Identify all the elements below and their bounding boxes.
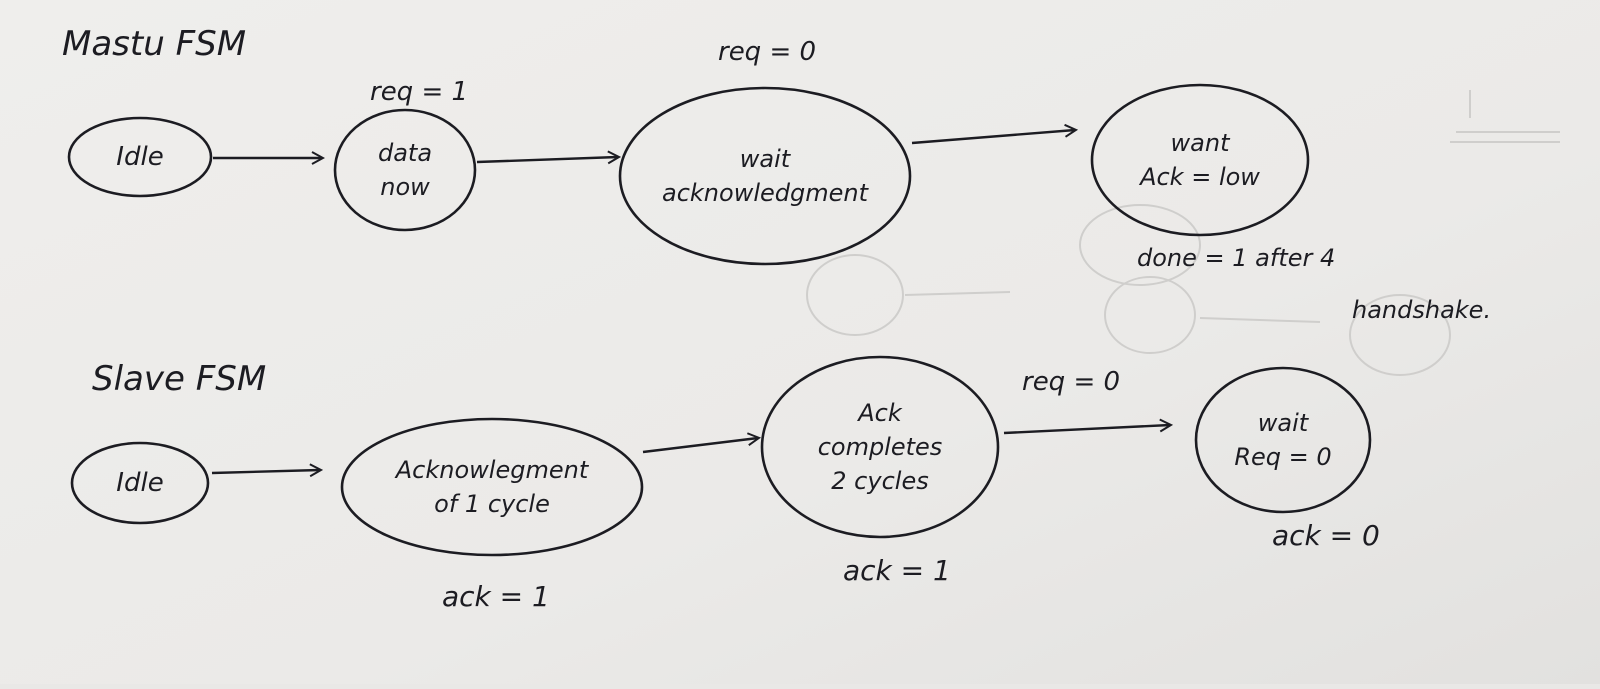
slave-state-idle: Idle	[70, 441, 210, 525]
arrow-wait-ack-to-want-ack-low	[911, 130, 1075, 145]
state-label: Ack completes 2 cycles	[818, 399, 943, 495]
master-state-data-now: data now	[333, 108, 477, 232]
state-label-line: Idle	[116, 468, 163, 498]
state-label: Idle	[116, 142, 163, 172]
label-ack-1-second: ack = 1	[843, 554, 951, 587]
label-req-0-slave: req = 0	[1022, 367, 1120, 397]
state-label-line: wait	[1258, 409, 1310, 437]
state-label-line: wait	[740, 145, 792, 173]
state-label: Acknowlegment of 1 cycle	[394, 456, 590, 518]
state-label-line: want	[1171, 129, 1232, 157]
slave-state-ack-1-cycle: Acknowlegment of 1 cycle	[340, 417, 644, 557]
state-label-line: of 1 cycle	[434, 490, 550, 518]
state-label-line: Idle	[116, 142, 163, 172]
master-state-idle: Idle	[67, 116, 213, 198]
state-label-line: Ack = low	[1138, 163, 1260, 191]
state-label-line: completes	[818, 433, 943, 461]
state-label-line: now	[380, 173, 430, 201]
arrow-idle-to-ack-1-cycle	[211, 470, 320, 473]
arrow-ack-1-cycle-to-ack-completes	[642, 438, 758, 454]
label-done-line2: handshake.	[1352, 296, 1491, 324]
bleed-through-marks	[806, 90, 1560, 376]
state-label: data now	[378, 139, 432, 201]
label-ack-0: ack = 0	[1272, 519, 1380, 552]
state-label-line: acknowledgment	[662, 179, 870, 207]
label-req-0: req = 0	[718, 37, 816, 67]
label-req-1: req = 1	[370, 77, 468, 107]
arrow-ack-completes-to-wait-req-0	[1003, 425, 1170, 435]
state-label: wait acknowledgment	[662, 145, 870, 207]
state-label-line: Ack	[856, 399, 903, 427]
state-label-line: 2 cycles	[831, 467, 928, 495]
state-label-line: Req = 0	[1234, 443, 1331, 471]
state-label-line: data	[378, 139, 432, 167]
slave-state-ack-completes: Ack completes 2 cycles	[760, 355, 1000, 539]
master-state-wait-ack: wait acknowledgment	[618, 86, 912, 266]
state-label-line: Acknowlegment	[394, 456, 590, 484]
state-label: Idle	[116, 468, 163, 498]
label-ack-1-first: ack = 1	[442, 580, 550, 613]
arrow-data-now-to-wait-ack	[476, 157, 618, 162]
slave-fsm-title: Slave FSM	[92, 359, 266, 399]
master-fsm-title: Mastu FSM	[62, 24, 246, 64]
label-done-line1: done = 1 after 4	[1137, 244, 1335, 272]
